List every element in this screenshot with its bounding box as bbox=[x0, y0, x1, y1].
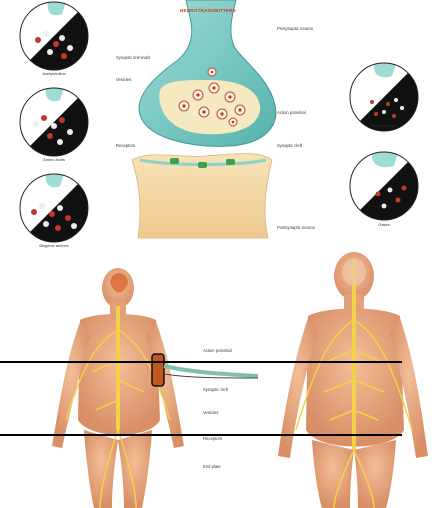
label-receptors: Receptors bbox=[116, 143, 135, 148]
caption-neuropeptides: Neuropeptides bbox=[354, 123, 414, 128]
muscle-bundle-cutaway bbox=[152, 354, 164, 386]
molecule-circle-acetylcholine bbox=[20, 2, 88, 70]
body-label-end-plate: End plate bbox=[203, 464, 221, 469]
label-synaptic-terminals: Synaptic terminals bbox=[116, 55, 150, 60]
diagram-title: NEUROTRANSMITTERS bbox=[180, 8, 236, 13]
molecule-circle-amino-acids bbox=[20, 88, 88, 156]
caption-amino-acids: Amino acids bbox=[24, 157, 84, 162]
label-vesicles: Vesicles bbox=[116, 77, 131, 82]
label-synaptic-cleft: Synaptic cleft bbox=[277, 143, 302, 148]
molecule-circle-neuropeptides bbox=[350, 63, 418, 131]
body-label-synaptic-cleft: Synaptic cleft bbox=[203, 387, 228, 392]
body-label-vesicles: Vesicles bbox=[203, 410, 218, 415]
postsynaptic-neuron bbox=[132, 154, 272, 239]
human-figure-right bbox=[278, 252, 428, 508]
label-presynaptic-neuron: Presynaptic neuron bbox=[277, 26, 313, 31]
caption-gases: Gases bbox=[354, 222, 414, 227]
label-action-potential: Action potential bbox=[277, 110, 306, 115]
body-label-receptors: Receptors bbox=[203, 436, 222, 441]
molecule-circle-biogenic-amines bbox=[20, 174, 88, 242]
caption-biogenic-amines: Biogenic amines bbox=[24, 243, 84, 248]
body-label-action-potential: Action potential bbox=[203, 348, 232, 353]
caption-acetylcholine: Acetylcholine bbox=[24, 71, 84, 76]
molecule-circle-gases bbox=[350, 152, 418, 220]
presynaptic-terminal bbox=[139, 0, 276, 146]
label-postsynaptic-neuron: Postsynaptic neuron bbox=[277, 225, 315, 230]
